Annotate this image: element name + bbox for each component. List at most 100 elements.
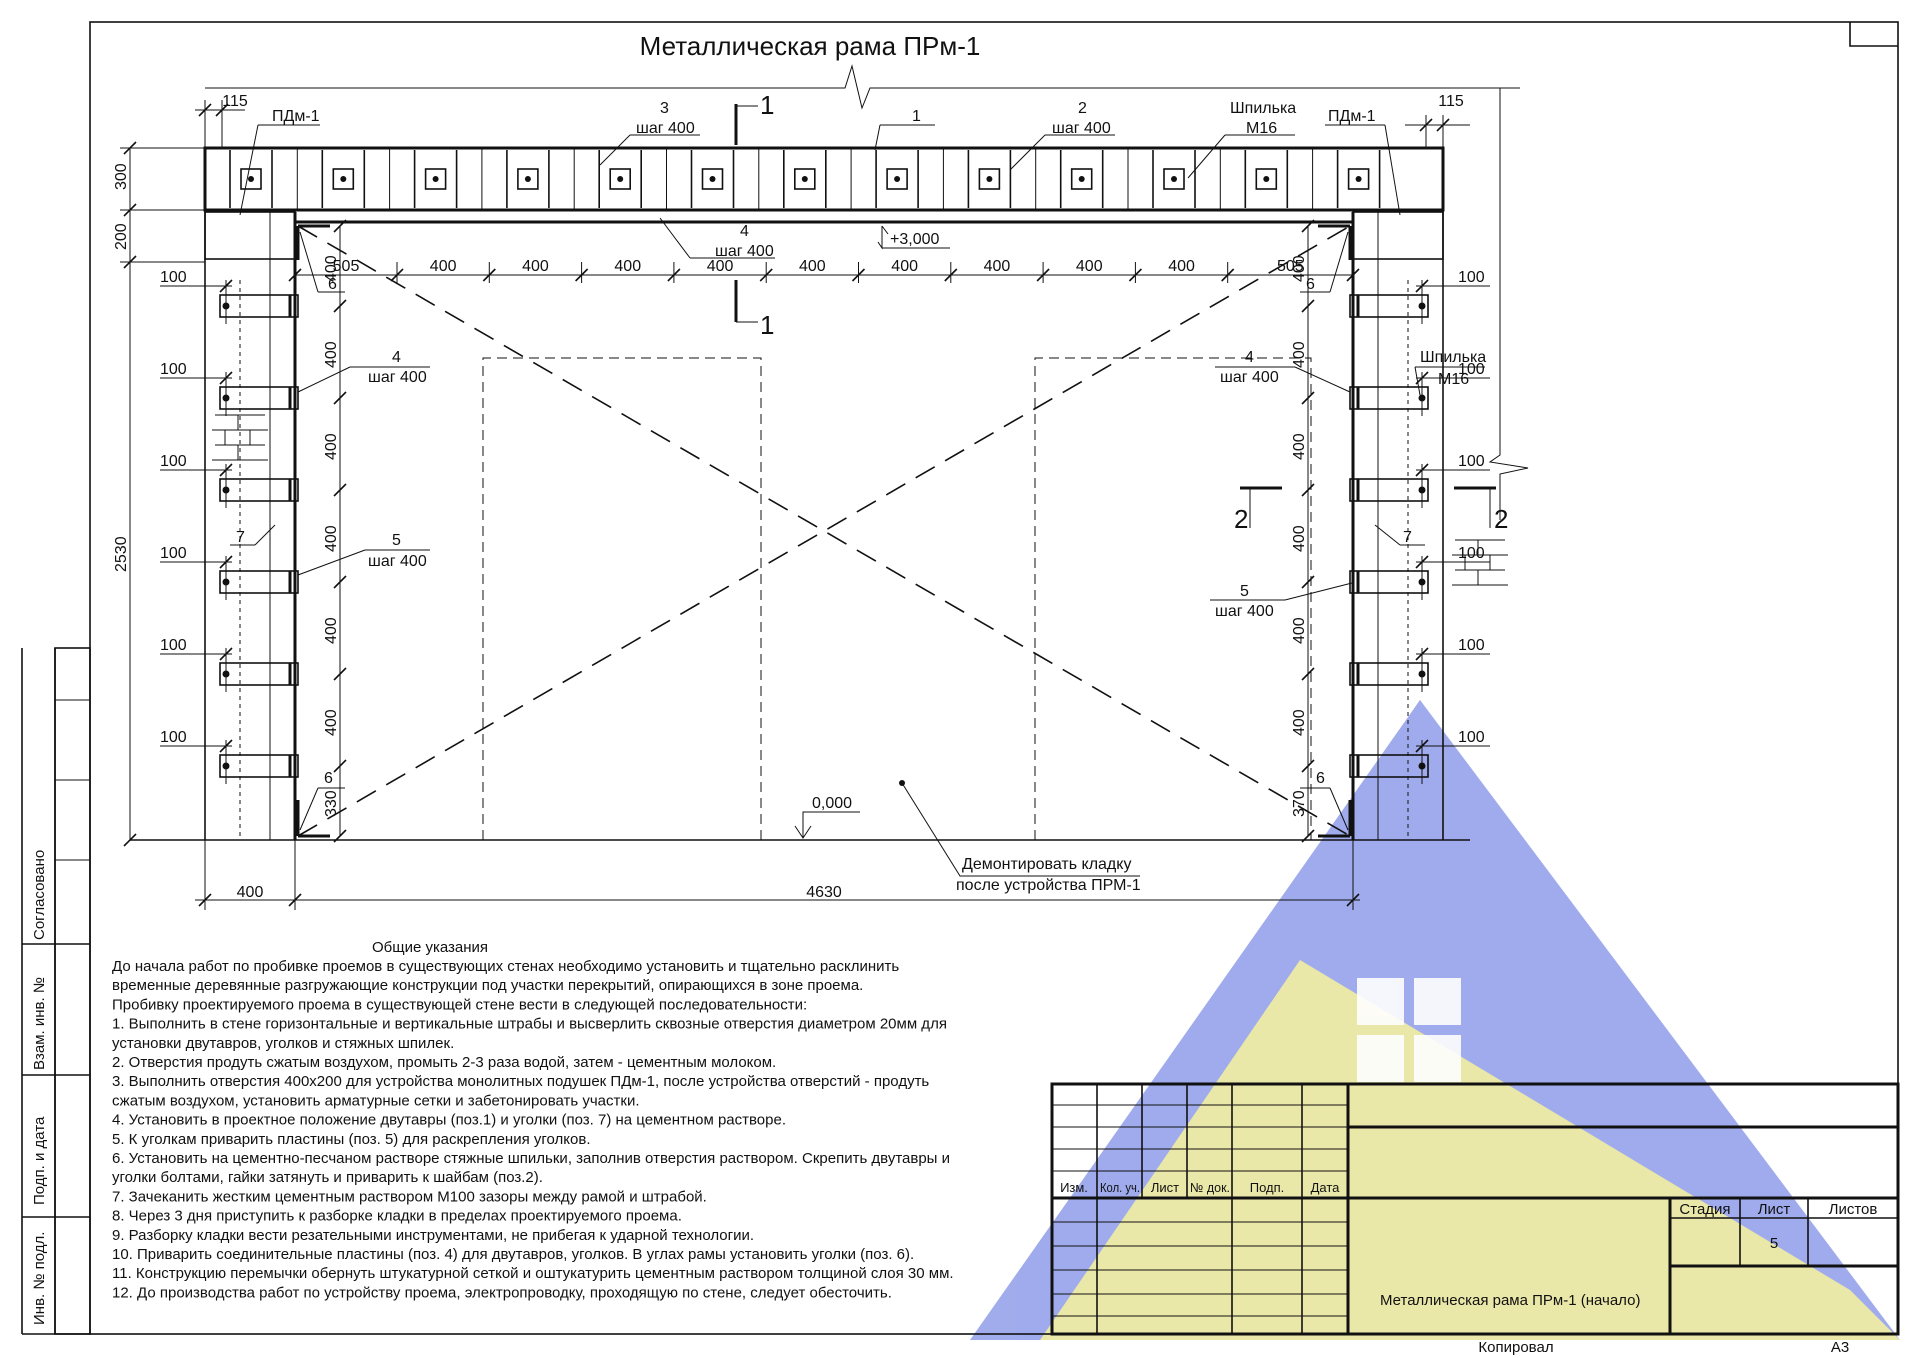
dim-100-right: 100	[1458, 269, 1485, 286]
dim-top-segment: 400	[891, 258, 918, 275]
general-notes: Общие указания До начала работ по пробив…	[112, 939, 954, 1301]
dim-vertical-segment: 400	[1291, 709, 1308, 736]
left-bracket	[219, 386, 299, 410]
dim-vertical-segment: 400	[1291, 617, 1308, 644]
note-line: 7. Зачеканить жестким цементным растворо…	[112, 1188, 707, 1205]
corner-angles	[296, 224, 1352, 838]
stud-dot	[617, 176, 624, 182]
demolish-callout: Демонтировать кладку после устройства ПР…	[899, 780, 1141, 894]
stud-dot	[340, 176, 347, 182]
stud-dot	[248, 176, 254, 182]
dim-2530: 2530	[113, 536, 130, 572]
stud-right-m16: М16	[1438, 371, 1469, 388]
dim-vertical-segment: 400	[1291, 433, 1308, 460]
col-list: Лист	[1151, 1180, 1179, 1195]
watermark-logo	[970, 700, 1900, 1340]
dim-200: 200	[113, 223, 130, 250]
pos4-right-step: шаг 400	[1220, 369, 1279, 386]
pos2-label: 2	[1078, 100, 1087, 117]
dim-vertical-segment: 400	[1291, 341, 1308, 368]
stud-section	[701, 168, 724, 190]
note-line: 9. Разборку кладки вести резательными ин…	[112, 1227, 754, 1244]
pos5-left-label: 5	[392, 532, 401, 549]
pos2-step: шаг 400	[1052, 120, 1111, 137]
dim-inner-vertical: 4004004004004004003304004004004004004003…	[323, 219, 1315, 843]
section-mark-1: 1 1	[734, 90, 774, 340]
dim-top-segment: 400	[614, 258, 641, 275]
dim-vertical-segment: 400	[323, 255, 340, 282]
right-bracket	[1349, 754, 1429, 778]
pos4-top-label: 4	[740, 223, 749, 240]
right-bracket	[1349, 662, 1429, 686]
copied-label: Копировал	[1478, 1339, 1553, 1356]
stud-section	[332, 168, 355, 190]
callouts: ПДм-1 ПДм-1 3 шаг 400 1 2 шаг 400 Шпильк…	[230, 100, 1486, 831]
left-bracket	[219, 662, 299, 686]
note-line: сжатым воздухом, установить арматурные с…	[112, 1092, 640, 1109]
dim-top-segment: 400	[799, 258, 826, 275]
pos3-label: 3	[660, 100, 669, 117]
pos6-tr: 6	[1306, 276, 1315, 293]
section-mark-2: 2 2	[1234, 486, 1508, 534]
col-data: Дата	[1311, 1180, 1341, 1195]
col-ndok: № док.	[1190, 1180, 1230, 1195]
dim-100-left: 100	[160, 361, 187, 378]
stage-header: Стадия	[1679, 1201, 1730, 1218]
stud-section	[978, 168, 1001, 190]
section-1-top: 1	[760, 90, 774, 120]
side-sign-date: Подп. и дата	[31, 1116, 48, 1205]
stud-section	[609, 168, 632, 190]
side-stamp: Согласовано Взам. инв. № Подп. и дата Ин…	[21, 647, 91, 1335]
stud-dot	[1263, 176, 1270, 182]
right-bracket	[1349, 386, 1429, 410]
stud-dot	[1355, 176, 1362, 182]
demolish-line1: Демонтировать кладку	[962, 856, 1131, 873]
pdm-right: ПДм-1	[1328, 108, 1376, 125]
pos5-right-step: шаг 400	[1215, 603, 1274, 620]
stud-section	[240, 168, 262, 190]
pos4-right-label: 4	[1245, 349, 1254, 366]
pos6-br: 6	[1316, 770, 1325, 787]
note-line: 4. Установить в проектное положение двут…	[112, 1112, 786, 1129]
note-line: 5. К уголкам приварить пластины (поз. 5)…	[112, 1131, 590, 1148]
dim-100-left: 100	[160, 453, 187, 470]
stud-top-label: Шпилька	[1230, 100, 1296, 117]
break-line-top	[205, 64, 1529, 520]
dim-vertical-segment: 400	[323, 709, 340, 736]
stud-right-label: Шпилька	[1420, 349, 1486, 366]
sheet-header: Лист	[1758, 1201, 1791, 1218]
dim-300: 300	[113, 163, 130, 190]
dim-top-segment: 400	[522, 258, 549, 275]
left-bracket	[219, 754, 299, 778]
left-bracket	[219, 478, 299, 502]
right-bracket	[1349, 478, 1429, 502]
section-2-right: 2	[1494, 504, 1508, 534]
door-openings	[482, 357, 1312, 840]
dim-vertical-segment: 400	[323, 341, 340, 368]
col-podp: Подп.	[1250, 1180, 1285, 1195]
pos1-label: 1	[912, 108, 921, 125]
stud-section	[1255, 168, 1278, 190]
right-bracket	[1349, 294, 1429, 318]
dim-100-left: 100	[160, 729, 187, 746]
revision-grid	[1052, 1084, 1348, 1334]
dim-vertical-segment: 400	[1291, 255, 1308, 282]
dim-vertical-segment: 400	[323, 525, 340, 552]
note-line: уголки болтами, гайки затянуть и привари…	[112, 1169, 543, 1186]
pos5-right-label: 5	[1240, 583, 1249, 600]
col-izm: Изм.	[1060, 1180, 1088, 1195]
note-line: 11. Конструкцию перемычки обернуть штука…	[112, 1265, 954, 1282]
dim-100-right: 100	[1458, 729, 1485, 746]
dim-vertical-segment: 400	[323, 617, 340, 644]
dim-top-segment: 505	[1277, 258, 1304, 275]
dim-100-right: 100	[1458, 545, 1485, 562]
note-line: Пробивку проектируемого проема в существ…	[112, 996, 807, 1013]
title-block: Изм. Кол. уч. Лист № док. Подп. Дата Ста…	[1050, 1082, 1900, 1356]
dim-4630: 4630	[806, 884, 842, 901]
dim-top-segment: 400	[430, 258, 457, 275]
pos7-left: 7	[236, 529, 245, 546]
dim-100-right: 100	[1458, 637, 1485, 654]
pos4-top-step: шаг 400	[715, 243, 774, 260]
